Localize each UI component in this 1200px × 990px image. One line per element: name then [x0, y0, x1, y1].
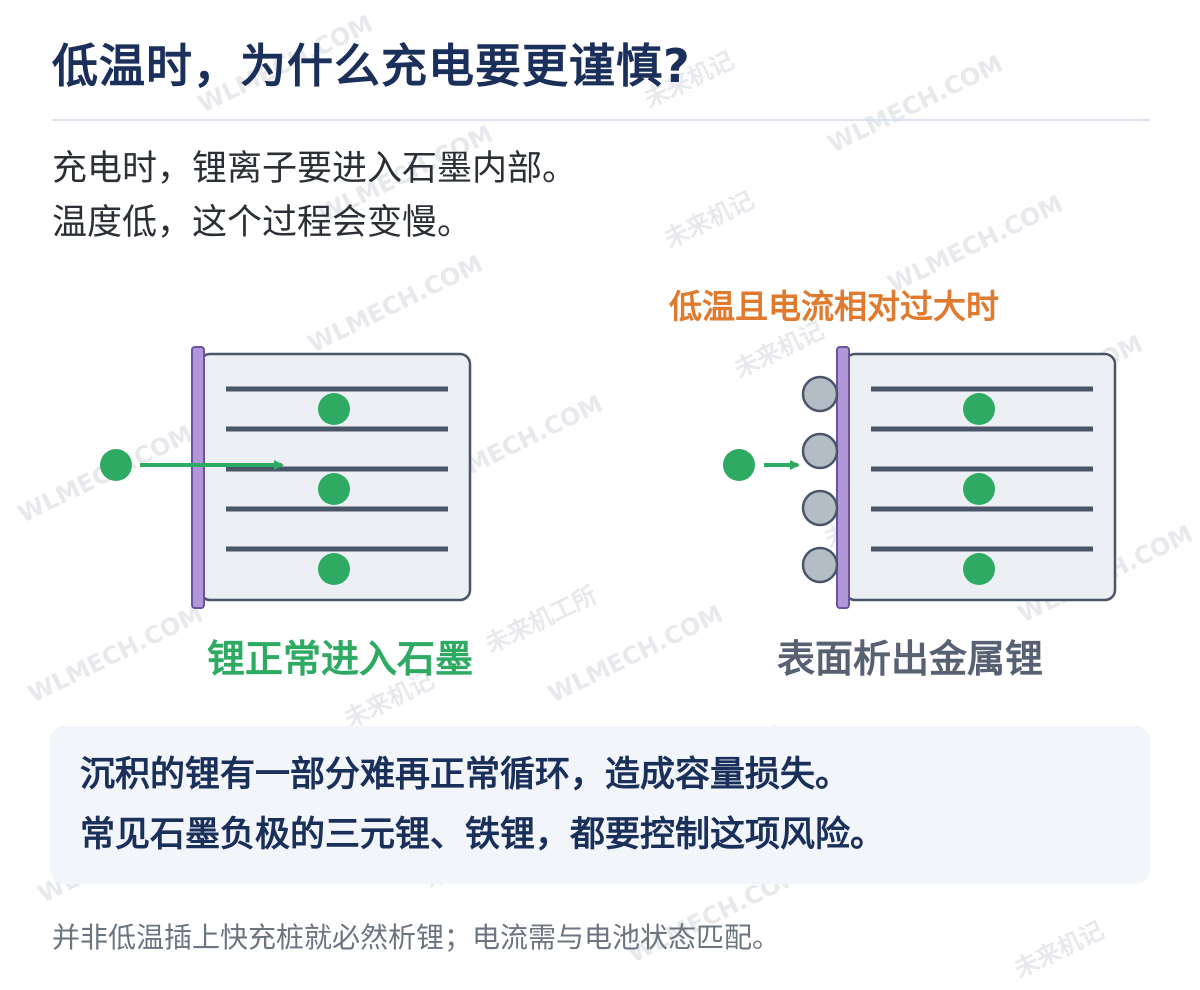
plated-lithium-deposit [801, 375, 839, 413]
watermark-text: 未来机记 [659, 186, 759, 254]
summary-line-2: 常见石墨负极的三元锂、铁锂，都要控制这项风险。 [80, 815, 886, 855]
plated-lithium-deposit [801, 546, 839, 584]
normal-intercalation-panel: 锂正常进入石墨 [100, 346, 473, 681]
title-divider [52, 119, 1150, 121]
watermark-text: 未来机记 [1009, 916, 1109, 984]
plated-lithium-deposit [801, 432, 839, 470]
lithium-ion [963, 473, 995, 505]
watermark-text: WLMECH.COM [823, 49, 1008, 159]
intro-line-2: 温度低，这个过程会变慢。 [52, 203, 473, 243]
incoming-lithium-ion [723, 449, 755, 481]
intro-text: 充电时，锂离子要进入石墨内部。 温度低，这个过程会变慢。 [52, 142, 577, 250]
lithium-ion [318, 553, 350, 585]
intro-line-1: 充电时，锂离子要进入石墨内部。 [52, 149, 578, 189]
plating-condition-label: 低温且电流相对过大时 [669, 287, 999, 326]
summary-box: 沉积的锂有一部分难再正常循环，造成容量损失。 常见石墨负极的三元锂、铁锂，都要控… [50, 726, 1150, 884]
lithium-ion [963, 553, 995, 585]
lithium-ion [318, 473, 350, 505]
lithium-ion [318, 393, 350, 425]
separator-bar [191, 346, 205, 609]
lithium-plating-diagram: 锂正常进入石墨 低温且电流相对过大时 表面析出金属锂 [100, 287, 1117, 681]
left-caption: 锂正常进入石墨 [207, 637, 473, 681]
page-title: 低温时，为什么充电要更谨慎? [52, 39, 691, 93]
incoming-lithium-ion [100, 449, 132, 481]
lithium-ion [963, 393, 995, 425]
lithium-plating-panel: 低温且电流相对过大时 表面析出金属锂 [669, 287, 1117, 681]
right-caption: 表面析出金属锂 [777, 637, 1043, 681]
footnote: 并非低温插上快充桩就必然析锂；电流需与电池状态匹配。 [52, 921, 781, 954]
plated-lithium-deposit [801, 489, 839, 527]
separator-bar [836, 346, 850, 609]
summary-line-1: 沉积的锂有一部分难再正常循环，造成容量损失。 [80, 755, 851, 795]
